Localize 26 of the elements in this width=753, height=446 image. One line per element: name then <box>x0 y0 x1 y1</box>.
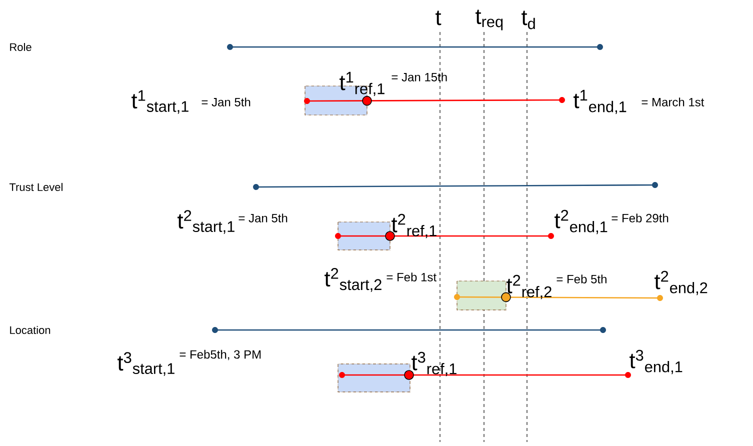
time-label: t$_{req}$ <box>476 10 503 30</box>
date-label: = Feb 29th <box>612 214 668 222</box>
date-label: = Feb5th, 3 PM <box>180 350 261 360</box>
date-label: = Feb 5th <box>556 274 606 284</box>
time-label: t$_{d}$ <box>522 10 535 30</box>
date-label: = Jan 15th <box>392 72 447 82</box>
time-label: t$^{3}$end,1 <box>630 350 682 374</box>
time-label: t$^{1}$ref,1 <box>340 72 384 96</box>
time-label: t$^{2}$start,1 <box>178 210 234 234</box>
time-label: t$^{2}$end,1 <box>554 210 608 234</box>
time-label: t$^{3}$ref,1 <box>412 352 456 376</box>
time-label: t <box>436 10 442 26</box>
time-label: t$^{1}$start,1 <box>132 90 188 114</box>
date-label: = Jan 5th <box>202 98 250 106</box>
date-label: = Jan 5th <box>238 214 288 222</box>
date-label: = Feb 1st <box>386 272 436 282</box>
time-label: t$^{2}$end,2 <box>654 270 708 296</box>
row-label: Role <box>10 42 32 52</box>
time-label: t$^{2}$start,2 <box>324 268 382 292</box>
date-label: = March 1st <box>642 98 704 106</box>
row-label: Trust Level <box>9 182 62 192</box>
time-label: t$^{2}$ref,1 <box>392 214 436 238</box>
time-label: t$^{1}$end,1 <box>574 90 626 114</box>
time-label: t$^{3}$start,1 <box>118 352 174 376</box>
row-label: Location <box>10 326 50 334</box>
time-label: t$^{2}$ref,2 <box>506 274 552 300</box>
